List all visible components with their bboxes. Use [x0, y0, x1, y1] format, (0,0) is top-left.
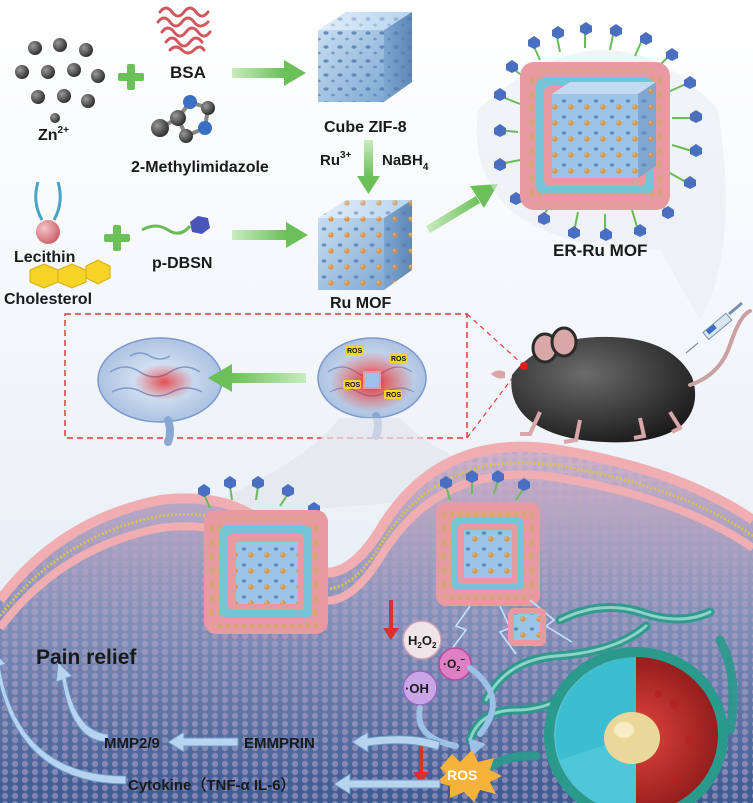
plus-icon-2	[104, 225, 130, 251]
ru-label: Ru3+	[320, 150, 352, 169]
zoom-line-top	[466, 313, 521, 363]
methylimidazole-label: 2-Methylimidazole	[131, 159, 269, 176]
cell-membrane-bottom	[0, 470, 753, 631]
arrow-to-zif8	[232, 60, 306, 86]
ros-main-label: ROS	[447, 767, 477, 783]
zn-label: Zn2+	[38, 125, 69, 144]
arrow-brain-relief	[208, 364, 306, 392]
cube-zif8-icon	[318, 12, 412, 102]
arrow-to-rumof	[232, 222, 308, 248]
nabh4-label: NaBH4	[382, 152, 429, 173]
p-dbsn-label: p-DBSN	[152, 255, 212, 272]
bsa-protein-icon	[156, 6, 212, 55]
plus-icon	[118, 64, 144, 90]
arrow-to-er-ru-mof	[426, 184, 498, 233]
lecithin-label: Lecithin	[14, 249, 75, 266]
cholesterol-icon	[29, 259, 111, 289]
pain-relief-label: Pain relief	[36, 646, 137, 669]
svg-text:·OH: ·OH	[405, 681, 429, 696]
emmprin-label: EMMPRIN	[244, 735, 315, 752]
zn-ion-cluster	[15, 38, 105, 123]
ros-convergence-arrows	[416, 665, 496, 749]
ru-mof-intracellular	[508, 608, 546, 646]
ros-starburst-icon	[436, 750, 502, 802]
ros-small-4: ROS	[386, 392, 402, 399]
arrow-zif8-to-rumof	[357, 140, 380, 194]
nucleus-icon	[544, 647, 728, 803]
ros-small-1: ROS	[347, 348, 363, 355]
brain-relieved-icon	[97, 337, 223, 446]
hydroxyl-bubble: ·OH	[402, 670, 438, 706]
pathway-arrows	[0, 657, 441, 795]
zoom-line-bottom	[466, 367, 521, 439]
bsa-label: BSA	[170, 63, 206, 82]
ros-small-2: ROS	[391, 356, 407, 363]
down-arrow-red-2	[413, 742, 429, 784]
ros-small-3: ROS	[345, 382, 361, 389]
mmp-label: MMP2/9	[104, 735, 160, 752]
superoxide-bubble: ·O2−	[438, 647, 472, 681]
p-dbsn-molecule-icon	[141, 216, 210, 235]
svg-text:H2O2: H2O2	[408, 633, 437, 650]
cell-membrane-top	[0, 441, 753, 604]
down-arrow-red-1	[383, 600, 399, 640]
er-ru-mof-internalized	[436, 470, 540, 606]
er-ru-mof-on-membrane	[198, 476, 328, 634]
ru-mof-label: Ru MOF	[330, 295, 392, 312]
brain-comparison-box	[64, 313, 468, 439]
cytokine-label: Cytokine（TNF-α IL-6）	[128, 776, 296, 794]
er-ru-mof-label: ER-Ru MOF	[553, 241, 647, 260]
lecithin-icon	[34, 181, 62, 244]
methylimidazole-molecule-icon	[151, 95, 215, 143]
cell-membrane-tails	[0, 461, 753, 617]
er-ru-mof-particle	[494, 22, 702, 241]
syringe-icon	[685, 301, 743, 354]
cube-zif8-label: Cube ZIF-8	[324, 119, 407, 136]
h2o2-bubble: H2O2	[402, 620, 442, 660]
ru-mof-icon	[318, 200, 412, 290]
mouse-icon	[491, 309, 752, 444]
brain-inflamed-icon: ROS ROS ROS ROS	[317, 337, 427, 440]
cholesterol-label: Cholesterol	[4, 291, 92, 308]
svg-text:·O2−: ·O2−	[443, 655, 465, 673]
